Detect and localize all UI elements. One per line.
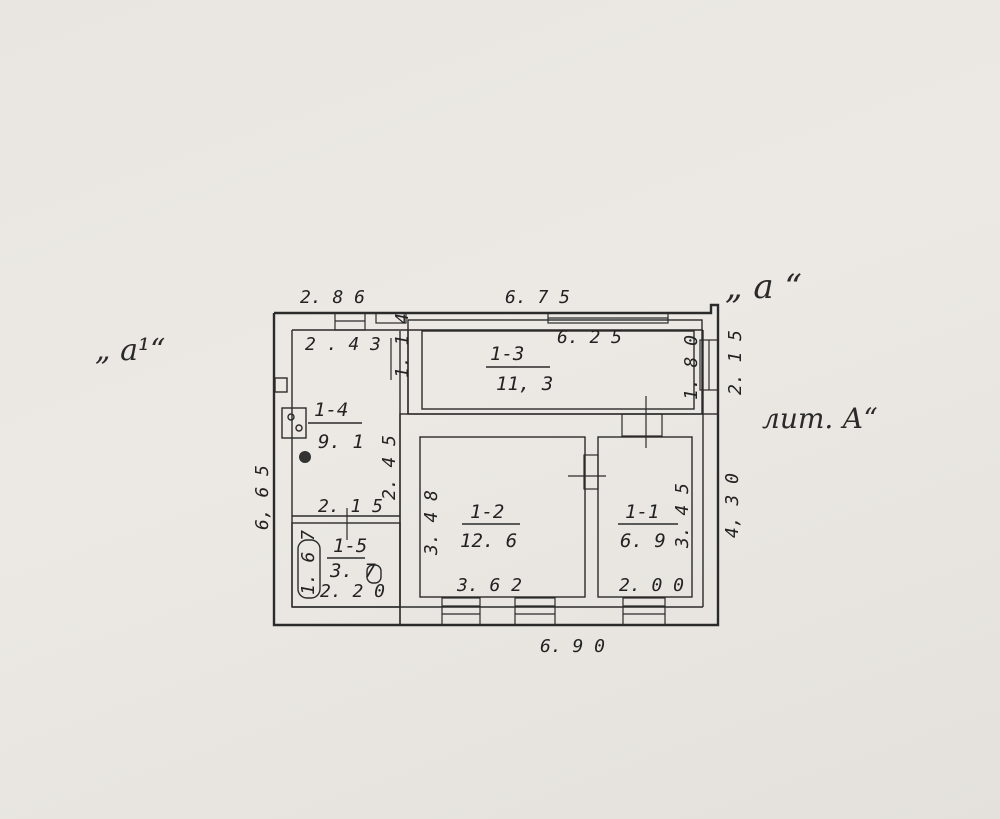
room-1-5: 1-5 3. 7 [327,535,376,582]
room-1-4: 1-4 9. 1 [308,399,364,453]
bathtub-icon [297,539,321,599]
chimney-icon [274,377,288,393]
fixtures [274,377,382,599]
room-1-5-area: 3. 7 [329,560,376,582]
room-1-3-area: 11, 3 [496,373,553,395]
room-1-3-id: 1-3 [490,343,524,365]
dim-room15-side: 1. 6 7 [298,530,319,595]
dim-right-top: 2. 1 5 [725,330,746,395]
room-1-5-id: 1-5 [333,535,367,557]
room-1-1-id: 1-1 [625,501,659,523]
room-1-2-area: 12. 6 [460,530,517,552]
stove-icon [281,407,307,439]
room-1-1: 1-1 6. 9 [618,501,678,552]
dim-room12-width: 3. 6 2 [456,575,522,596]
dim-left: 6, 6 5 [252,465,273,530]
sink-icon [299,451,311,463]
room-1-2-id: 1-2 [470,501,504,523]
dim-right: 4, 3 0 [722,473,743,538]
annex-a1-label: „ а¹“ [95,333,165,368]
dim-top-left: 2. 8 6 [300,287,365,308]
dim-top: 6. 7 5 [505,287,570,308]
room-1-3: 1-3 11, 3 [486,343,553,395]
dim-bottom: 6. 9 0 [540,636,605,657]
annex-a-label: „ а “ [725,267,802,307]
dim-room15-width: 2. 1 5 [318,496,383,517]
dim-room11-width: 2. 0 0 [619,575,684,596]
room-1-1-area: 6. 9 [620,530,666,552]
windows [334,312,719,626]
interior-walls [291,319,719,626]
dim-room11-side: 3. 4 5 [672,483,693,549]
room-1-4-id: 1-4 [314,399,348,421]
dim-room14-height: 2. 4 5 [379,435,400,500]
room-1-4-area: 9. 1 [318,431,364,453]
room-1-2: 1-2 12. 6 [460,501,520,552]
dim-room12-height: 3. 4 8 [421,490,442,556]
dim-room13-height: 1. 8 0 [681,335,702,400]
letter-label: лит. А“ [762,402,878,435]
dim-room15-bottom: 2. 2 0 [320,581,385,602]
toilet-icon [366,564,382,584]
dim-corridor: 1. 1 4 [392,313,413,378]
dim-top-inner-left: 2 . 4 3 [305,334,381,355]
dim-room13-width: 6. 2 5 [557,327,622,348]
